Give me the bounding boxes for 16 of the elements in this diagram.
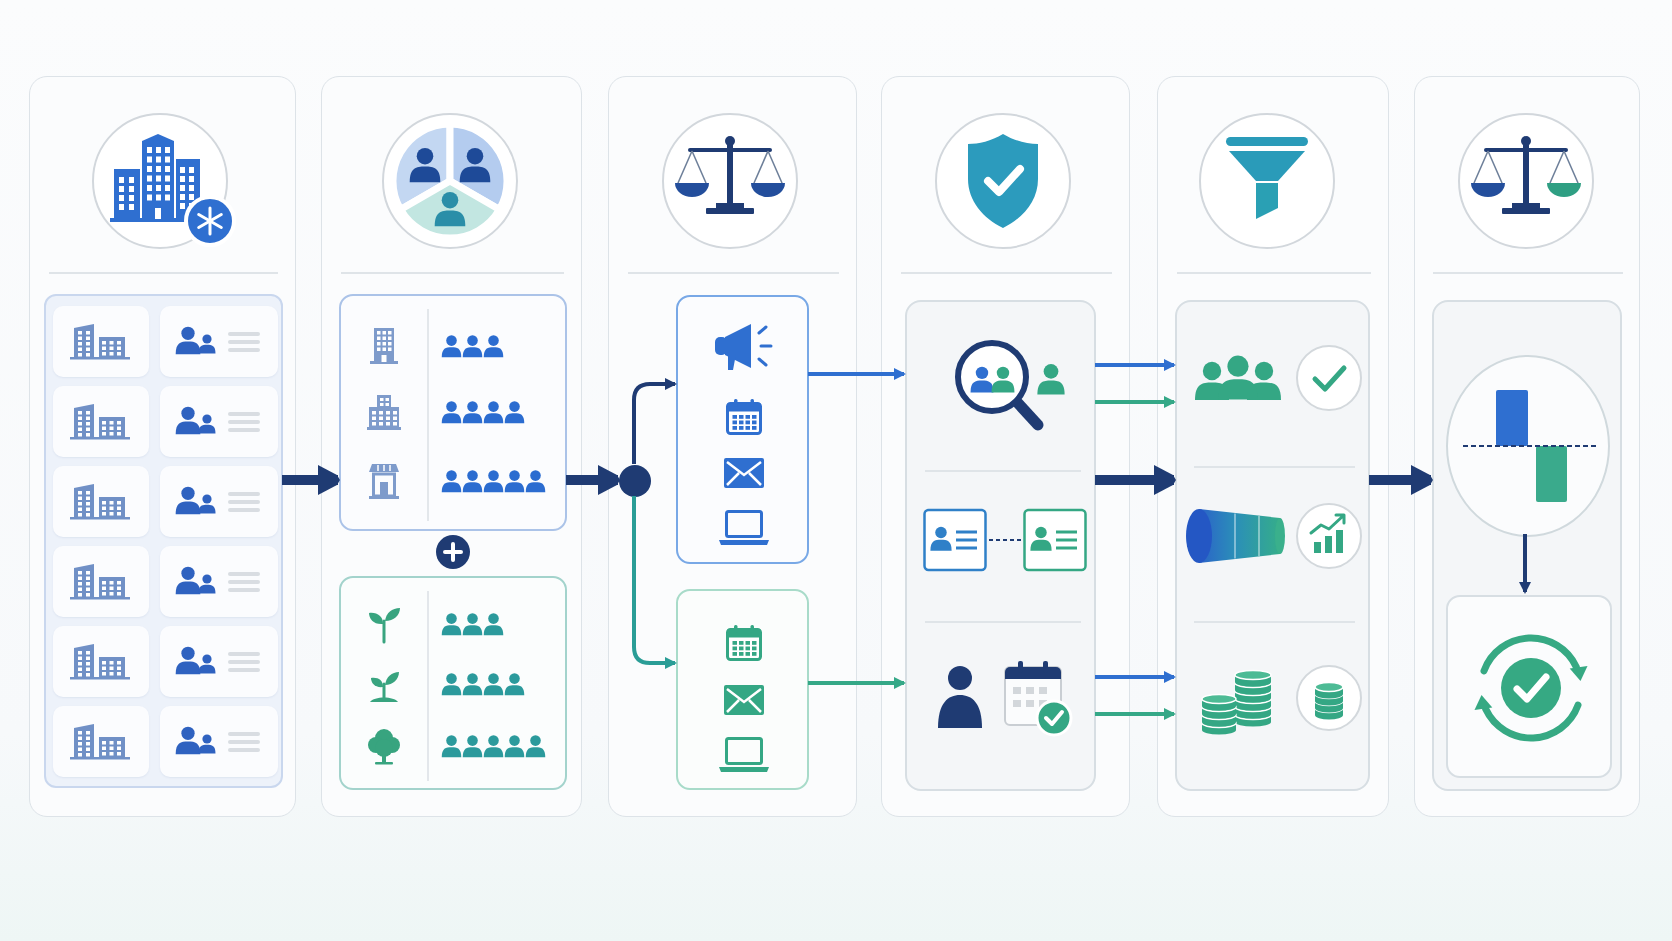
channel-panel [676,295,809,564]
stage-panel [321,76,582,817]
inner-panel [1432,300,1622,791]
stage-panel [1414,76,1640,817]
stage-panel [29,76,296,817]
stage-panel [1157,76,1389,817]
channel-panel [676,589,809,790]
inner-panel [905,300,1096,791]
stage-panel [608,76,857,817]
result-panel [1446,595,1612,778]
group-panel [339,294,567,531]
group-panel [339,576,567,790]
junction-dot [619,465,651,497]
table-panel [44,294,283,788]
stage-panel [881,76,1130,817]
inner-panel [1175,300,1370,791]
